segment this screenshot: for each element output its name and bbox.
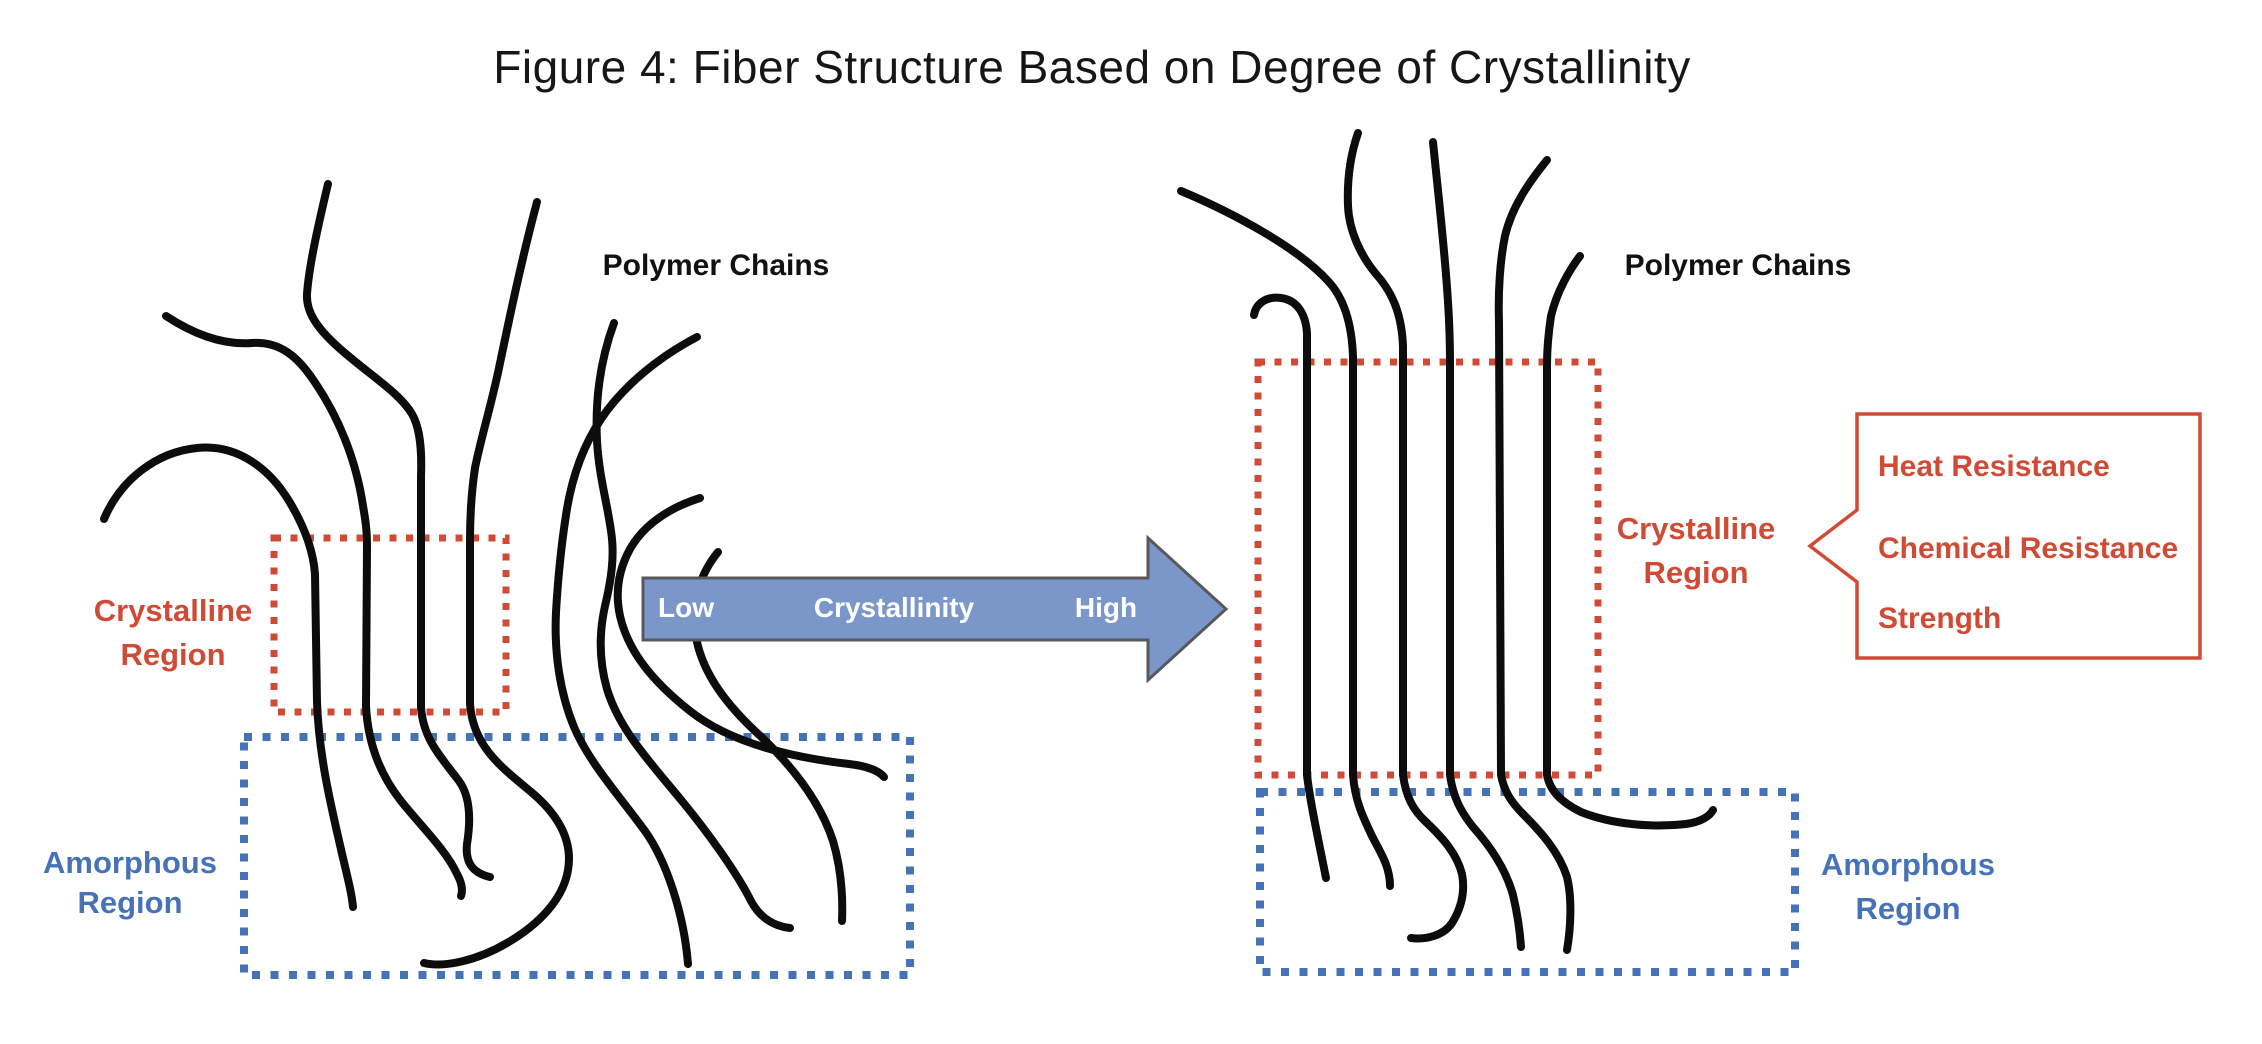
right-polymer-chains	[1177, 129, 1717, 954]
left-amorphous-line2: Region	[77, 885, 183, 920]
callout-item-chemical-resistance: Chemical Resistance	[1878, 532, 2179, 565]
arrow-label-high: High	[1074, 592, 1138, 623]
left-crystalline-region-label: Crystalline Region	[63, 589, 283, 677]
right-chain-5	[1494, 156, 1575, 954]
callout-box	[1807, 412, 2202, 660]
right-crystalline-line2: Region	[1643, 555, 1749, 590]
crystallinity-arrow	[641, 534, 1229, 684]
right-chain-2	[1177, 187, 1394, 890]
right-chain-3	[1343, 129, 1468, 943]
right-crystalline-box	[1254, 358, 1602, 779]
right-chain-6	[1543, 252, 1717, 830]
left-chain-s-tail	[420, 198, 573, 969]
right-amorphous-box	[1256, 788, 1799, 976]
right-crystalline-region-label: Crystalline Region	[1586, 507, 1806, 595]
left-polymer-chains-label: Polymer Chains	[602, 249, 830, 282]
left-chain-squiggle	[162, 312, 466, 900]
left-chain-right-1	[551, 333, 701, 968]
right-amorphous-region-label: Amorphous Region	[1798, 843, 2018, 931]
arrow-label-low: Low	[658, 592, 714, 623]
right-amorphous-line2: Region	[1855, 891, 1961, 926]
right-crystalline-line1: Crystalline	[1616, 511, 1776, 546]
arrow-label-crystallinity: Crystallinity	[813, 592, 975, 623]
callout-item-strength: Strength	[1878, 602, 2002, 635]
right-polymer-chains-label: Polymer Chains	[1624, 249, 1852, 282]
left-amorphous-line1: Amorphous	[43, 845, 217, 880]
left-crystalline-line1: Crystalline	[93, 593, 253, 628]
right-amorphous-line1: Amorphous	[1821, 847, 1995, 882]
left-crystalline-line2: Region	[120, 637, 226, 672]
right-chain-4	[1429, 138, 1525, 951]
left-chain-kinked	[302, 180, 494, 881]
left-amorphous-region-label: Amorphous Region	[20, 843, 240, 923]
left-chain-arc	[100, 443, 357, 911]
left-chain-right-2	[592, 319, 794, 932]
callout-item-heat-resistance: Heat Resistance	[1878, 450, 2110, 483]
left-crystalline-box	[270, 534, 510, 716]
right-chain-1	[1250, 293, 1330, 882]
figure-title: Figure 4: Fiber Structure Based on Degre…	[493, 41, 1691, 93]
left-chain-sweep-horizontal	[613, 494, 888, 781]
